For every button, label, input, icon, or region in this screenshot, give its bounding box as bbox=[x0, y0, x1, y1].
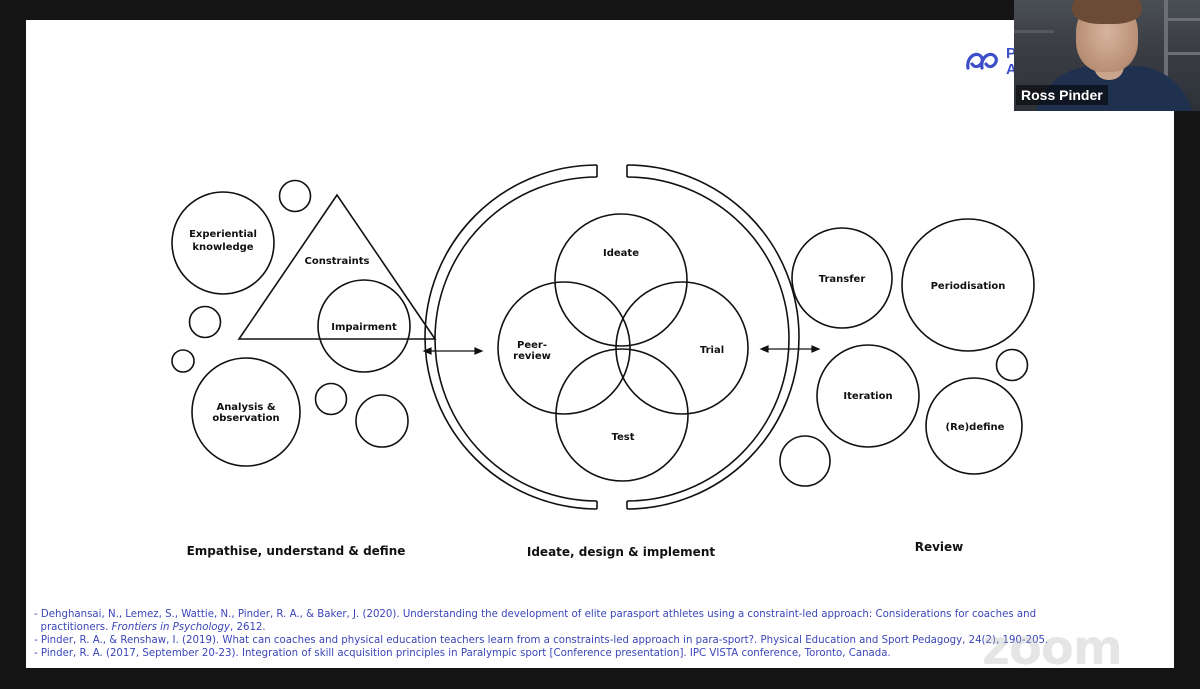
logo-text-line1: P bbox=[1006, 45, 1017, 62]
arrow-left-head-b bbox=[474, 347, 484, 355]
transfer-label: Transfer bbox=[819, 274, 866, 285]
zoom-watermark: zoom bbox=[982, 620, 1123, 676]
arrow-right-head-b bbox=[811, 345, 821, 353]
participant-video-tile[interactable]: Ross Pinder bbox=[1014, 0, 1200, 111]
references-list: - Dehghansai, N., Lemez, S., Wattie, N.,… bbox=[34, 608, 1164, 660]
experiential-circle bbox=[171, 191, 275, 295]
iteration-label: Iteration bbox=[843, 391, 892, 402]
reference-item-continuation: practitioners. Frontiers in Psychology, … bbox=[34, 621, 1164, 634]
reference-item: - Pinder, R. A. (2017, September 20-23).… bbox=[34, 648, 891, 659]
periodisation-circle bbox=[901, 218, 1035, 352]
bubble-small-mid bbox=[314, 382, 348, 416]
background-shelf bbox=[1164, 18, 1200, 21]
background-shelf bbox=[1164, 0, 1168, 111]
reference-text: , 2612. bbox=[230, 622, 266, 633]
trial-circle bbox=[615, 281, 749, 415]
analysis-circle bbox=[191, 357, 301, 467]
journal-title: Frontiers in Psychology bbox=[111, 622, 230, 633]
organization-logo-text: P A bbox=[1006, 46, 1040, 78]
experiential-label-line2: knowledge bbox=[192, 242, 253, 253]
participant-hair bbox=[1072, 0, 1142, 24]
inner-ring-left bbox=[434, 176, 598, 502]
participant-name-label: Ross Pinder bbox=[1016, 85, 1108, 105]
iteration-circle bbox=[816, 344, 920, 448]
test-label: Test bbox=[611, 432, 634, 443]
bubble-medium-mid bbox=[355, 394, 409, 448]
section-label-empathise: Empathise, understand & define bbox=[187, 544, 406, 558]
logo-text-line2: A bbox=[1006, 61, 1017, 78]
ideate-label: Ideate bbox=[603, 248, 639, 259]
bubble-small-left-2 bbox=[171, 349, 195, 373]
background-shelf bbox=[1164, 52, 1200, 55]
inner-ring-right bbox=[626, 176, 790, 502]
outer-ring-left bbox=[424, 164, 598, 510]
arrow-right-head-a bbox=[759, 345, 769, 353]
organization-logo-icon bbox=[966, 52, 998, 70]
arrow-left-head-a bbox=[422, 347, 432, 355]
experiential-label-line1: Experiential bbox=[189, 229, 257, 240]
outer-ring-right bbox=[626, 164, 800, 510]
section-label-review: Review bbox=[915, 540, 964, 554]
analysis-label-line1: Analysis & bbox=[216, 402, 275, 413]
test-circle bbox=[555, 348, 689, 482]
redefine-circle bbox=[925, 377, 1023, 475]
peer-review-label-line1: Peer- bbox=[517, 340, 547, 351]
constraints-label: Constraints bbox=[304, 256, 369, 267]
analysis-label-line2: observation bbox=[212, 413, 279, 424]
constraints-triangle bbox=[237, 193, 437, 340]
bubble-small-left-1 bbox=[188, 305, 222, 339]
redefine-label: (Re)define bbox=[946, 422, 1005, 433]
bubble-medium-right bbox=[779, 435, 831, 487]
transfer-circle bbox=[791, 227, 893, 329]
impairment-circle bbox=[317, 279, 411, 373]
peer-review-label-line2: review bbox=[513, 351, 551, 362]
bubble-small-right bbox=[995, 348, 1029, 382]
presentation-slide: Experiential knowledge Constraints Impai… bbox=[26, 20, 1174, 668]
section-label-ideate: Ideate, design & implement bbox=[527, 545, 715, 559]
periodisation-label: Periodisation bbox=[931, 281, 1006, 292]
reference-text: practitioners. bbox=[40, 622, 112, 633]
reference-item: - Pinder, R. A., & Renshaw, I. (2019). W… bbox=[34, 635, 1049, 646]
impairment-label: Impairment bbox=[331, 322, 397, 333]
peer-review-circle bbox=[497, 281, 631, 415]
background-shelf bbox=[1014, 30, 1054, 33]
reference-item: - Dehghansai, N., Lemez, S., Wattie, N.,… bbox=[34, 609, 1037, 620]
bubble-small-top bbox=[278, 179, 312, 213]
ideate-circle bbox=[554, 213, 688, 347]
design-process-diagram: Experiential knowledge Constraints Impai… bbox=[171, 164, 1035, 559]
trial-label: Trial bbox=[700, 345, 724, 356]
